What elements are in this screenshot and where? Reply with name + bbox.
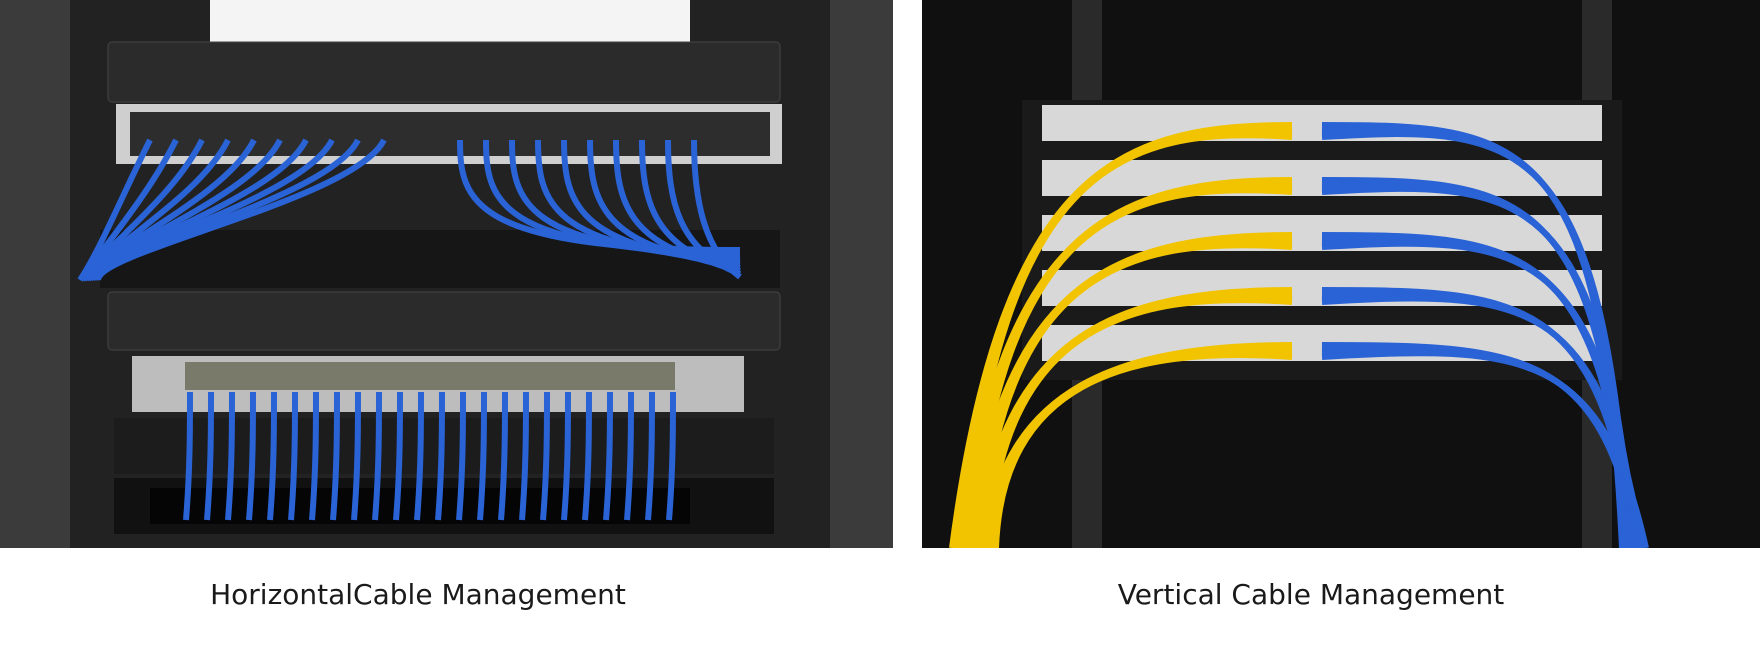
blue-cable (666, 391, 676, 521)
horizontal-cable-management-photo (0, 0, 893, 548)
horizontal-rack-illustration (0, 0, 893, 548)
blue-cable (330, 391, 340, 521)
blue-cable (183, 391, 193, 521)
blue-cable (691, 139, 742, 280)
blue-cable (582, 391, 592, 521)
blue-cable (540, 391, 550, 521)
blue-cable (288, 391, 298, 521)
blue-cable (435, 391, 445, 521)
blue-cable (1321, 350, 1649, 548)
blue-cable (309, 391, 319, 521)
blue-cable (267, 391, 277, 521)
yellow-cable (977, 242, 1293, 548)
blue-cable (372, 391, 382, 521)
blue-cable (95, 138, 387, 282)
blue-cable (351, 391, 361, 521)
horizontal-caption: HorizontalCable Management (210, 578, 626, 611)
blue-cable (624, 391, 634, 521)
blue-cable (498, 391, 508, 521)
blue-cable (225, 391, 235, 521)
blue-cable (665, 139, 742, 277)
blue-cable (645, 391, 655, 521)
yellow-cable (993, 352, 1293, 548)
vertical-cable-management-photo (922, 0, 1760, 548)
blue-cable (1321, 240, 1641, 548)
yellow-cable (969, 187, 1293, 548)
vertical-caption: Vertical Cable Management (1117, 578, 1505, 611)
blue-cable (414, 391, 424, 521)
blue-cable (1321, 295, 1645, 548)
blue-cable (204, 391, 214, 521)
vertical-rack-illustration (922, 0, 1760, 548)
blue-cable (603, 391, 613, 521)
yellow-cable (985, 297, 1293, 548)
blue-cable (477, 391, 487, 521)
blue-cable (393, 391, 403, 521)
blue-cable (456, 391, 466, 521)
blue-cable (246, 391, 256, 521)
blue-cable (561, 391, 571, 521)
blue-cable (519, 391, 529, 521)
